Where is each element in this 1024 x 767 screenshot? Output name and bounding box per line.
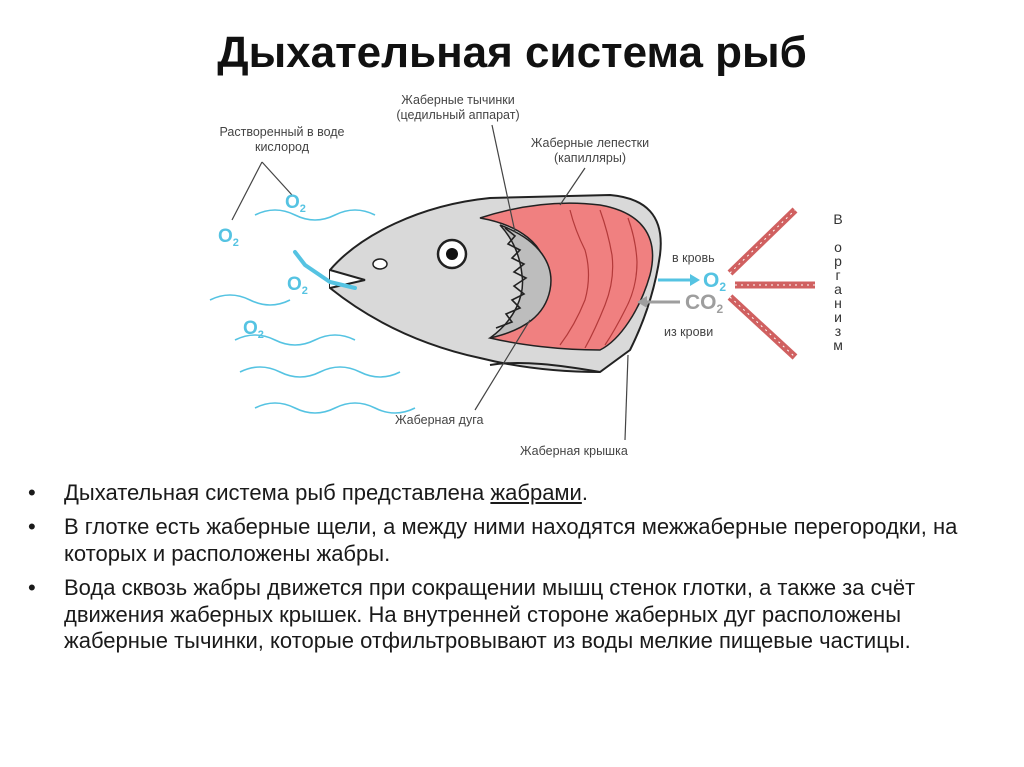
label-gill-filaments: Жаберные лепестки: [531, 136, 649, 150]
gill-rakers: [495, 227, 528, 329]
wave: [254, 402, 416, 414]
label-to-body: В о р г а н и з м: [833, 211, 843, 353]
o2-water-labels: O2 O2 O2 O2: [218, 192, 308, 341]
to-body-letter: В: [833, 211, 842, 227]
to-body-letter: н: [834, 295, 842, 311]
blood-vessels: [727, 207, 815, 360]
label-gill-rakers-sub: (цедильный аппарат): [396, 108, 519, 122]
pointer-gill-rakers: [491, 124, 516, 233]
pointer-gill-cover: [624, 354, 629, 441]
bullet-list: Дыхательная система рыб представлена жаб…: [28, 480, 988, 662]
wave: [209, 294, 291, 306]
bullet-2: В глотке есть жаберные щели, а между ним…: [28, 514, 988, 567]
label-dissolved-o2-sub: кислород: [255, 140, 310, 154]
water-waves: [209, 209, 416, 414]
wave: [234, 334, 356, 346]
label-dissolved-o2: Растворенный в воде: [220, 125, 345, 139]
o2-molecule-2: O2: [218, 226, 239, 249]
water-inflow-arrow: [293, 250, 357, 290]
gills-link[interactable]: жабрами: [490, 480, 582, 505]
to-body-letter: а: [834, 281, 842, 297]
label-pointers: [474, 124, 629, 441]
to-body-letter: г: [835, 267, 840, 283]
wave: [239, 366, 401, 378]
o2-molecule-4: O2: [243, 318, 264, 341]
bullet-1-text: Дыхательная система рыб представлена: [64, 480, 491, 505]
label-from-blood: из крови: [664, 325, 713, 339]
o2-blood-label: O2: [703, 269, 726, 294]
wave: [254, 209, 376, 221]
bullet-1: Дыхательная система рыб представлена жаб…: [28, 480, 988, 507]
bullet-1-end: .: [581, 480, 588, 505]
label-gill-arch: Жаберная дуга: [395, 413, 483, 427]
o2-molecule-3: O2: [287, 274, 308, 297]
label-gill-rakers: Жаберные тычинки: [401, 93, 514, 107]
dissolved-o2-pointers: [231, 161, 293, 221]
pointer-gill-arch: [474, 319, 531, 411]
label-gill-cover: Жаберная крышка: [520, 444, 628, 458]
co2-from-blood-arrowhead: [637, 296, 647, 308]
to-body-letter: о: [834, 239, 842, 255]
o2-into-blood-arrowhead: [690, 274, 700, 286]
to-body-letter: и: [834, 309, 842, 325]
pointer-gill-filaments: [559, 167, 586, 206]
co2-blood-label: CO2: [685, 291, 724, 316]
fish-nostril: [372, 258, 388, 270]
gill-cover: [489, 361, 601, 373]
label-into-blood: в кровь: [672, 251, 715, 265]
o2-molecule-1: O2: [285, 192, 306, 215]
slide-title: Дыхательная система рыб: [217, 28, 807, 77]
fish-respiration-diagram: O2 O2 O2 O2 O2 CO2 Жаберные тычинки (цед…: [209, 93, 843, 458]
bullet-3: Вода сквозь жабры движется при сокращени…: [28, 575, 988, 654]
to-body-letter: р: [834, 253, 842, 269]
label-gill-filaments-sub: (капилляры): [554, 151, 626, 165]
gill-arch-shape: [489, 224, 552, 339]
fish-pupil: [446, 248, 458, 260]
to-body-letter: м: [833, 337, 843, 353]
to-body-letter: з: [835, 323, 841, 339]
gill-filament-folds: [559, 209, 638, 349]
